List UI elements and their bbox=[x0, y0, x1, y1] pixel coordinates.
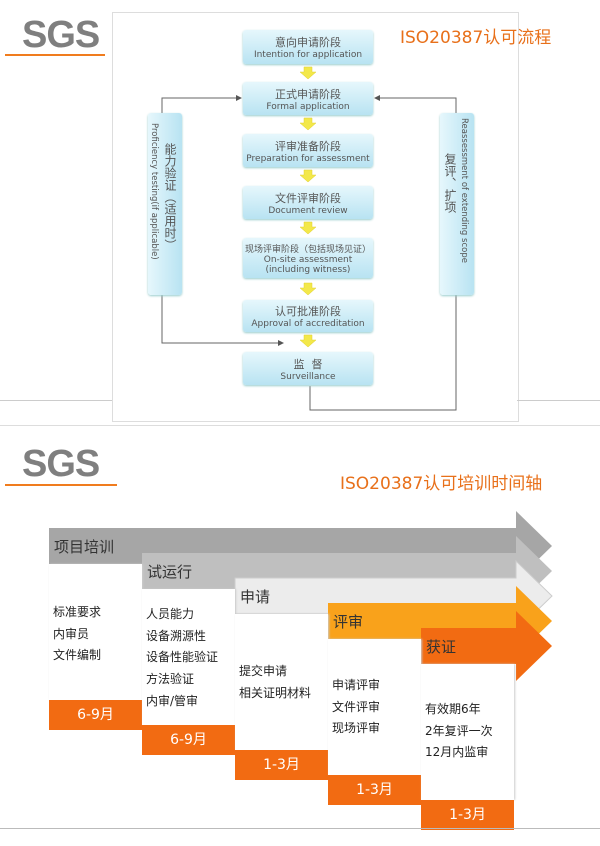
step-en: Surveillance bbox=[280, 371, 336, 382]
phase-item: 提交申请 bbox=[239, 664, 288, 678]
down-arrow-icon bbox=[299, 334, 317, 348]
step-cn: 正式申请阶段 bbox=[275, 87, 341, 101]
slide-divider bbox=[0, 425, 600, 426]
phase-item: 人员能力 bbox=[146, 607, 195, 621]
step-onsite-assessment: 现场评审阶段（包括现场见证）On-site assessment(includi… bbox=[243, 238, 373, 278]
down-arrow-icon bbox=[299, 282, 317, 296]
phase-duration: 1-3月 bbox=[421, 800, 514, 830]
phase-label: 评审 bbox=[333, 613, 364, 631]
phase-item: 设备溯源性 bbox=[146, 628, 207, 643]
phase-duration: 1-3月 bbox=[235, 750, 328, 780]
phase-duration: 6-9月 bbox=[49, 700, 142, 730]
phase-item: 相关证明材料 bbox=[239, 685, 312, 700]
step-cn: 评审准备阶段 bbox=[275, 139, 341, 153]
phase-column bbox=[421, 664, 514, 800]
logo-underline bbox=[5, 484, 117, 486]
phase-item: 标准要求 bbox=[53, 605, 102, 619]
phase-item: 2年复评一次 bbox=[425, 723, 493, 738]
phase-arrow-4 bbox=[421, 611, 552, 681]
step-en: Approval of accreditation bbox=[251, 319, 365, 329]
phase-label: 申请 bbox=[240, 588, 271, 606]
phase-column bbox=[49, 564, 142, 700]
phase-item: 设备性能验证 bbox=[146, 650, 219, 665]
side-proficiency-testing: 能力验证（适用时） Proficiency testing(if applica… bbox=[148, 113, 182, 295]
step-en: Formal application bbox=[266, 101, 350, 112]
phase-item: 内审员 bbox=[53, 626, 90, 641]
side-en: Proficiency testing(if applicable) bbox=[149, 123, 159, 260]
slide2-title: ISO20387认可培训时间轴 bbox=[340, 474, 543, 494]
down-arrow-icon bbox=[299, 117, 317, 131]
phase-item: 文件编制 bbox=[53, 648, 102, 663]
phase-item: 申请评审 bbox=[332, 678, 381, 692]
phase-item: 方法验证 bbox=[146, 672, 195, 687]
phase-item: 12月内监审 bbox=[425, 745, 489, 760]
flow-frame bbox=[112, 12, 519, 422]
slide1-title: ISO20387认可流程 bbox=[400, 28, 552, 48]
connector-right-bottom bbox=[309, 295, 457, 411]
side-cn: 复评、扩项 bbox=[443, 153, 457, 213]
phase-item: 有效期6年 bbox=[425, 702, 481, 716]
phase-item: 文件评审 bbox=[332, 699, 381, 714]
step-cn: 认可批准阶段 bbox=[275, 305, 341, 318]
sgs-logo: SGS bbox=[22, 14, 100, 56]
flow-connectors bbox=[161, 66, 457, 411]
connector-right-top bbox=[374, 95, 457, 113]
phase-column bbox=[328, 639, 421, 775]
step-en: Preparation for assessment bbox=[246, 153, 370, 164]
phase-item: 现场评审 bbox=[332, 721, 381, 736]
side-en: Reassessment of extending scope bbox=[459, 118, 469, 263]
side-cn: 能力验证（适用时） bbox=[163, 143, 177, 251]
divider bbox=[517, 400, 600, 401]
step-en: Document review bbox=[268, 205, 348, 216]
down-arrow-icon bbox=[299, 221, 317, 235]
phase-label: 项目培训 bbox=[54, 538, 115, 556]
connector-left-bottom bbox=[161, 295, 284, 346]
step-cn: 现场评审阶段（包括现场见证） bbox=[244, 244, 371, 255]
step-en2: (including witness) bbox=[265, 264, 351, 275]
down-arrow-icon bbox=[299, 66, 317, 80]
side-reassessment: 复评、扩项 Reassessment of extending scope bbox=[440, 113, 474, 295]
phase-column bbox=[235, 614, 328, 750]
phase-label: 试运行 bbox=[147, 563, 193, 581]
step-cn: 监 督 bbox=[293, 357, 323, 371]
baseline bbox=[0, 828, 600, 829]
phase-item: 内审/管审 bbox=[146, 693, 199, 708]
connector-left-top bbox=[161, 95, 242, 113]
phase-column bbox=[142, 589, 235, 725]
logo-underline bbox=[5, 54, 105, 56]
down-arrow-icon bbox=[299, 169, 317, 183]
phase-duration: 6-9月 bbox=[142, 725, 235, 755]
step-en: Intention for application bbox=[253, 50, 363, 60]
divider bbox=[0, 400, 112, 401]
sgs-logo: SGS bbox=[22, 443, 100, 485]
step-cn: 意向申请阶段 bbox=[275, 36, 341, 49]
phase-duration: 1-3月 bbox=[328, 775, 421, 805]
phase-label: 获证 bbox=[426, 638, 457, 656]
step-en: On-site assessment bbox=[263, 254, 353, 265]
step-cn: 文件评审阶段 bbox=[275, 191, 341, 205]
